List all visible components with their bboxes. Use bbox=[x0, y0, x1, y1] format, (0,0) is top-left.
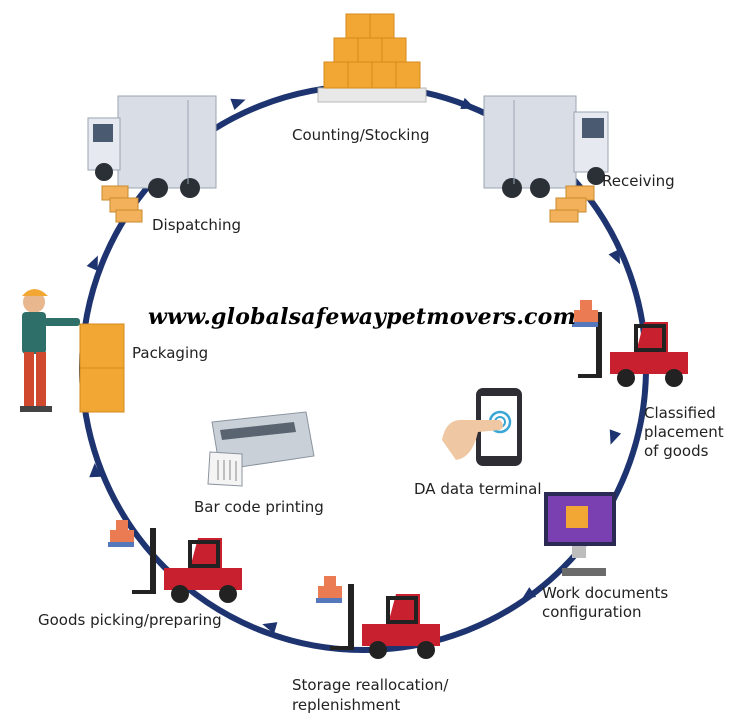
watermark: www.globalsafewaypetmovers.com bbox=[148, 304, 577, 330]
worker-icon bbox=[20, 289, 80, 412]
boxes-icon bbox=[549, 185, 595, 223]
label-classified-3: of goods bbox=[644, 442, 709, 460]
label-picking: Goods picking/preparing bbox=[38, 611, 222, 629]
cycle-arrows bbox=[86, 97, 622, 634]
forklift-icon bbox=[578, 312, 688, 387]
boxes-icon bbox=[316, 576, 342, 603]
boxes-pallet-icon bbox=[317, 13, 427, 103]
arrow-left-2 bbox=[86, 255, 98, 271]
arrow-top-left bbox=[230, 98, 246, 111]
printer-icon bbox=[207, 411, 315, 487]
label-classified-1: Classified bbox=[644, 404, 716, 422]
truck-icon bbox=[87, 95, 217, 198]
truck-icon bbox=[483, 95, 609, 198]
label-counting: Counting/Stocking bbox=[292, 126, 430, 144]
label-work-docs-1: Work documents bbox=[542, 584, 669, 602]
label-work-docs-2: configuration bbox=[542, 603, 642, 621]
label-storage-2: replenishment bbox=[292, 696, 401, 714]
arrow-right-1 bbox=[608, 249, 621, 265]
label-dispatching: Dispatching bbox=[152, 216, 242, 234]
label-barcode: Bar code printing bbox=[194, 498, 324, 516]
arrow-bottom bbox=[262, 622, 278, 634]
boxes-icon bbox=[101, 185, 143, 223]
arrow-top-right bbox=[460, 97, 476, 109]
boxes-icon bbox=[572, 300, 598, 327]
forklift-icon bbox=[330, 584, 440, 659]
boxes-icon bbox=[79, 323, 125, 413]
arrow-right-2 bbox=[609, 429, 622, 445]
label-da-terminal: DA data terminal bbox=[414, 480, 542, 498]
monitor-icon bbox=[544, 492, 616, 576]
forklift-icon bbox=[132, 528, 242, 603]
phone-touch-icon bbox=[442, 388, 522, 466]
label-packaging: Packaging bbox=[132, 344, 209, 362]
arrow-bottom-right bbox=[521, 587, 537, 601]
arrow-left-1 bbox=[89, 463, 102, 478]
boxes-icon bbox=[108, 520, 134, 547]
label-receiving: Receiving bbox=[602, 172, 675, 190]
label-classified-2: placement bbox=[644, 423, 724, 441]
label-storage-1: Storage reallocation/ bbox=[292, 676, 449, 694]
